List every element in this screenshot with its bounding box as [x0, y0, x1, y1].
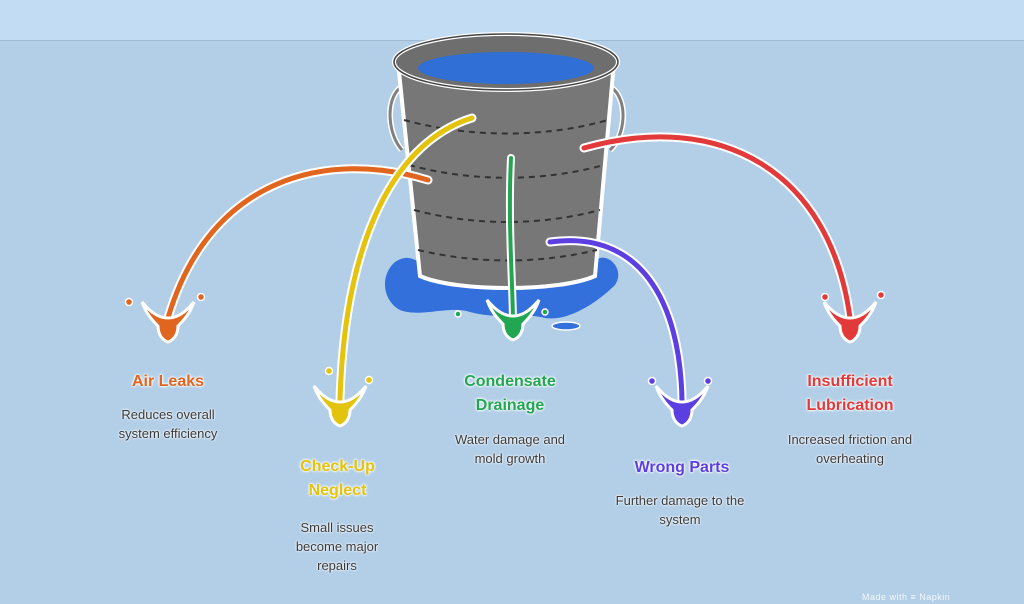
splash-icon: [647, 376, 713, 428]
puddle-drop: [551, 321, 581, 331]
check-up-stream: [337, 115, 475, 403]
insufficient-lubrication-title: Insufficient Lubrication: [806, 373, 894, 414]
wrong-parts-stream: [547, 238, 685, 403]
splash-icon: [312, 366, 374, 428]
wrong-parts-description: Further damage to the system: [615, 493, 745, 527]
air-leaks-stream: [165, 166, 431, 321]
air-leaks-description: Reduces overall system efficiency: [118, 407, 218, 441]
check-up-neglect-description: Small issues become major repairs: [295, 520, 379, 573]
insufficient-lubrication-description: Increased friction and overheating: [787, 432, 913, 466]
bucket-water: [418, 52, 594, 84]
lubrication-stream: [581, 134, 853, 321]
check-up-neglect-title: Check-Up Neglect: [300, 458, 375, 499]
splash-icon: [820, 290, 886, 344]
air-leaks-title: Air Leaks: [131, 373, 205, 390]
condensate-drainage-description: Water damage and mold growth: [454, 432, 566, 466]
splash-icon: [124, 292, 206, 344]
condensate-drainage-title: Condensate Drainage: [464, 373, 556, 414]
watermark: Made with ≡ Napkin: [862, 592, 951, 602]
splash-icon: [454, 298, 549, 342]
condensate-stream: [507, 156, 515, 320]
wrong-parts-title: Wrong Parts: [634, 459, 730, 476]
bucket-icon: [395, 60, 617, 290]
